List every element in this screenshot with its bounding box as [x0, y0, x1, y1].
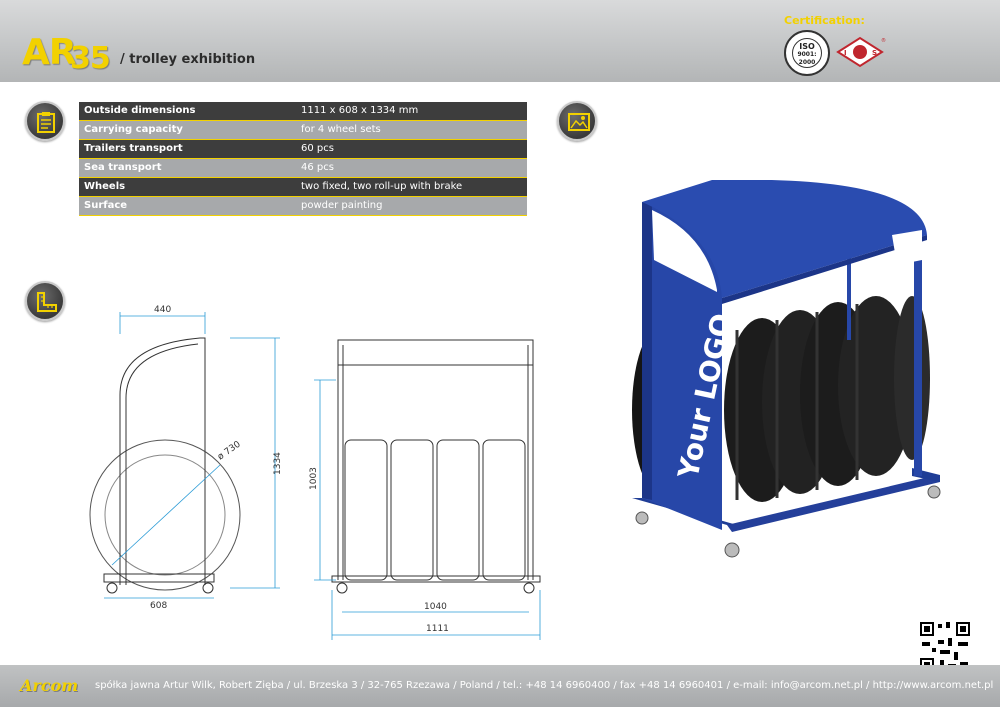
technical-drawing: 440 608 ø 730 1334 1003 1040 1111 — [89, 305, 541, 640]
spec-value: powder painting — [301, 200, 383, 211]
spec-label: Wheels — [84, 181, 126, 192]
title-letters: AR — [22, 32, 77, 73]
side-view-dimensions — [104, 312, 280, 599]
spec-value: 1111 x 608 x 1334 mm — [301, 105, 419, 116]
spec-label: Trailers transport — [84, 143, 183, 154]
certification-label: Certification: — [784, 14, 865, 27]
spec-value: two fixed, two roll-up with brake — [301, 181, 463, 192]
iso-badge-text: ISO 9001: 2000 — [792, 38, 822, 68]
dim-side-depth: 608 — [150, 601, 167, 611]
spec-row: Trailers transport 60 pcs — [79, 140, 527, 159]
brand-logo: Arcom — [20, 676, 79, 695]
clipboard-icon — [25, 101, 65, 141]
spec-label: Outside dimensions — [84, 105, 196, 116]
spec-label: Surface — [84, 200, 128, 211]
dim-front-inner-height: 1003 — [309, 467, 319, 490]
ios-certificate-badge: I S ® — [836, 36, 886, 68]
front-view-drawing — [331, 339, 541, 594]
title-number: 35 — [70, 41, 111, 76]
spec-row: Outside dimensions 1111 x 608 x 1334 mm — [79, 102, 527, 121]
spec-value: 46 pcs — [301, 162, 334, 173]
spec-row: Surface powder painting — [79, 197, 527, 216]
spec-row: Sea transport 46 pcs — [79, 159, 527, 178]
trolley-mid-post — [847, 250, 851, 340]
specification-table: Outside dimensions 1111 x 608 x 1334 mm … — [79, 102, 527, 216]
svg-text:®: ® — [881, 37, 886, 44]
trolley-roof — [642, 180, 927, 304]
spec-row: Wheels two fixed, two roll-up with brake — [79, 178, 527, 197]
side-view-drawing — [89, 337, 241, 594]
dim-tire-diameter: ø 730 — [216, 439, 243, 462]
svg-text:S: S — [872, 49, 877, 57]
front-view-dimensions — [314, 379, 541, 640]
dim-front-width: 1111 — [426, 624, 449, 634]
spec-label: Carrying capacity — [84, 124, 183, 135]
footer-bar: Arcom spółka jawna Artur Wilk, Robert Zi… — [0, 665, 1000, 707]
trolley-rear-post — [914, 236, 922, 476]
dim-side-width: 440 — [154, 305, 171, 315]
product-subtitle: / trolley exhibition — [120, 52, 256, 67]
svg-text:I: I — [844, 49, 847, 57]
header-bar: AR 35 / trolley exhibition Certification… — [0, 0, 1000, 82]
iso-certificate-badge: ISO 9001: 2000 — [784, 30, 830, 76]
dim-height: 1334 — [273, 452, 283, 475]
iso-line-1: ISO — [799, 42, 815, 51]
spec-value: for 4 wheel sets — [301, 124, 381, 135]
spec-value: 60 pcs — [301, 143, 334, 154]
spec-row: Carrying capacity for 4 wheel sets — [79, 121, 527, 140]
iso-line-3: 2000 — [798, 59, 816, 66]
company-contact-info: spółka jawna Artur Wilk, Robert Zięba / … — [95, 680, 994, 691]
image-icon — [557, 101, 597, 141]
iso-line-2: 9001: — [797, 51, 817, 58]
dim-front-inner-width: 1040 — [424, 602, 447, 612]
ruler-icon — [25, 281, 65, 321]
product-render: Your LOGO — [632, 180, 941, 558]
spec-label: Sea transport — [84, 162, 162, 173]
